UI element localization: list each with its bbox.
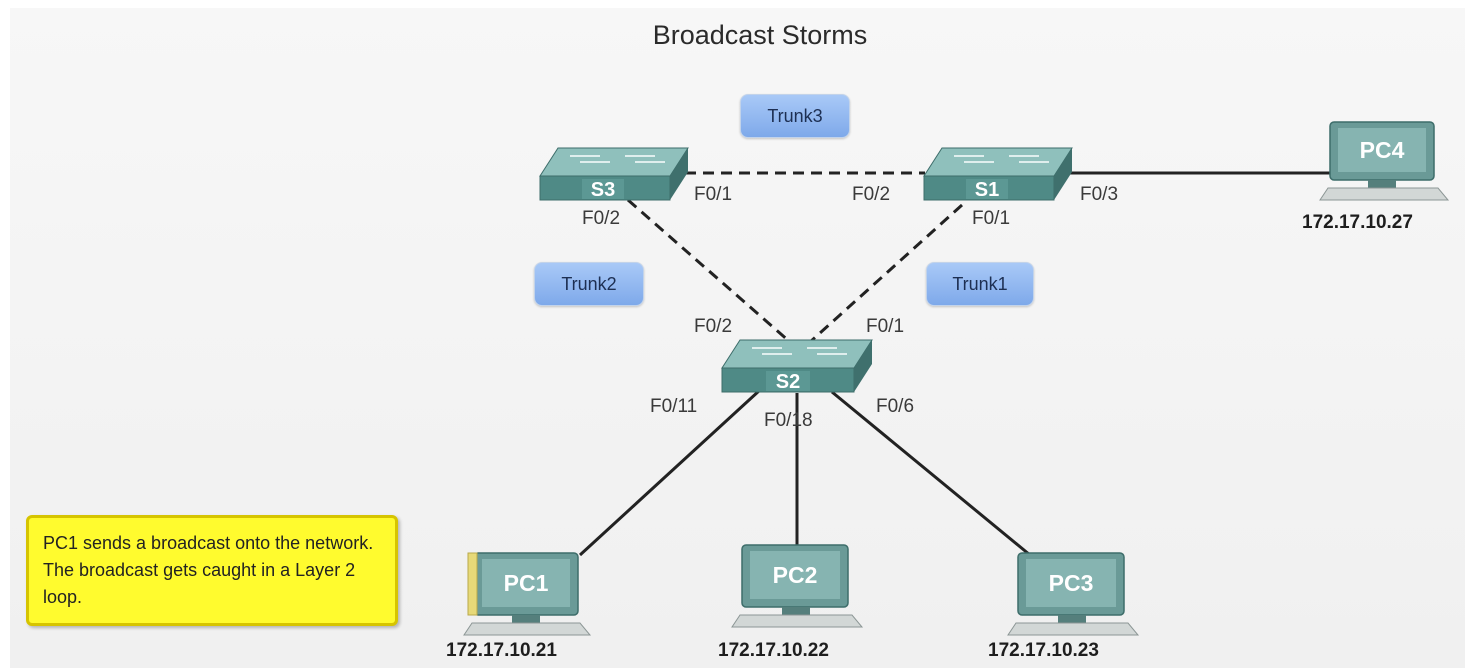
port-label-s2-f011: F0/11 bbox=[650, 396, 698, 417]
s2-pc1-link bbox=[578, 388, 762, 557]
port-label-s2-f01: F0/1 bbox=[866, 316, 905, 337]
switch-s2-label: S2 bbox=[776, 371, 800, 393]
pc2-ip: 172.17.10.22 bbox=[718, 640, 829, 661]
port-label-s1-f03: F0/3 bbox=[1080, 184, 1119, 205]
port-label-s2-f06: F0/6 bbox=[876, 396, 915, 417]
switch-s2[interactable]: S2 bbox=[721, 339, 873, 393]
s2-pc3-link bbox=[831, 390, 1031, 557]
pc3-ip: 172.17.10.23 bbox=[988, 640, 1099, 661]
pc3[interactable]: PC3 bbox=[1007, 552, 1140, 636]
pc1-ip: 172.17.10.21 bbox=[446, 640, 557, 661]
pc1[interactable]: PC1 bbox=[463, 552, 592, 636]
port-label-s3-f01: F0/1 bbox=[694, 184, 733, 205]
pc4-ip: 172.17.10.27 bbox=[1302, 212, 1413, 233]
switch-s1[interactable]: S1 bbox=[923, 147, 1073, 201]
pc4-label: PC4 bbox=[1360, 137, 1405, 163]
switch-s3-label: S3 bbox=[591, 179, 615, 201]
port-label-s1-f02: F0/2 bbox=[852, 184, 891, 205]
switch-s3[interactable]: S3 bbox=[539, 147, 689, 201]
trunk1-badge: Trunk1 bbox=[926, 262, 1034, 306]
port-label-s3-f02: F0/2 bbox=[582, 208, 621, 229]
port-label-s2-f018: F0/18 bbox=[764, 410, 813, 431]
pc3-label: PC3 bbox=[1049, 570, 1094, 596]
pc1-label: PC1 bbox=[504, 570, 549, 596]
trunk3-badge: Trunk3 bbox=[740, 94, 850, 138]
diagram-title: Broadcast Storms bbox=[652, 20, 868, 50]
pc2[interactable]: PC2 bbox=[731, 544, 864, 628]
trunk2-badge: Trunk2 bbox=[534, 262, 644, 306]
port-label-s2-f02: F0/2 bbox=[694, 316, 733, 337]
trunk1-link bbox=[808, 203, 964, 344]
switch-s1-label: S1 bbox=[975, 179, 999, 201]
pc2-label: PC2 bbox=[773, 562, 818, 588]
port-label-s1-f01: F0/1 bbox=[972, 208, 1011, 229]
pc4[interactable]: PC4 bbox=[1319, 121, 1450, 201]
info-callout: PC1 sends a broadcast onto the network. … bbox=[26, 515, 398, 626]
